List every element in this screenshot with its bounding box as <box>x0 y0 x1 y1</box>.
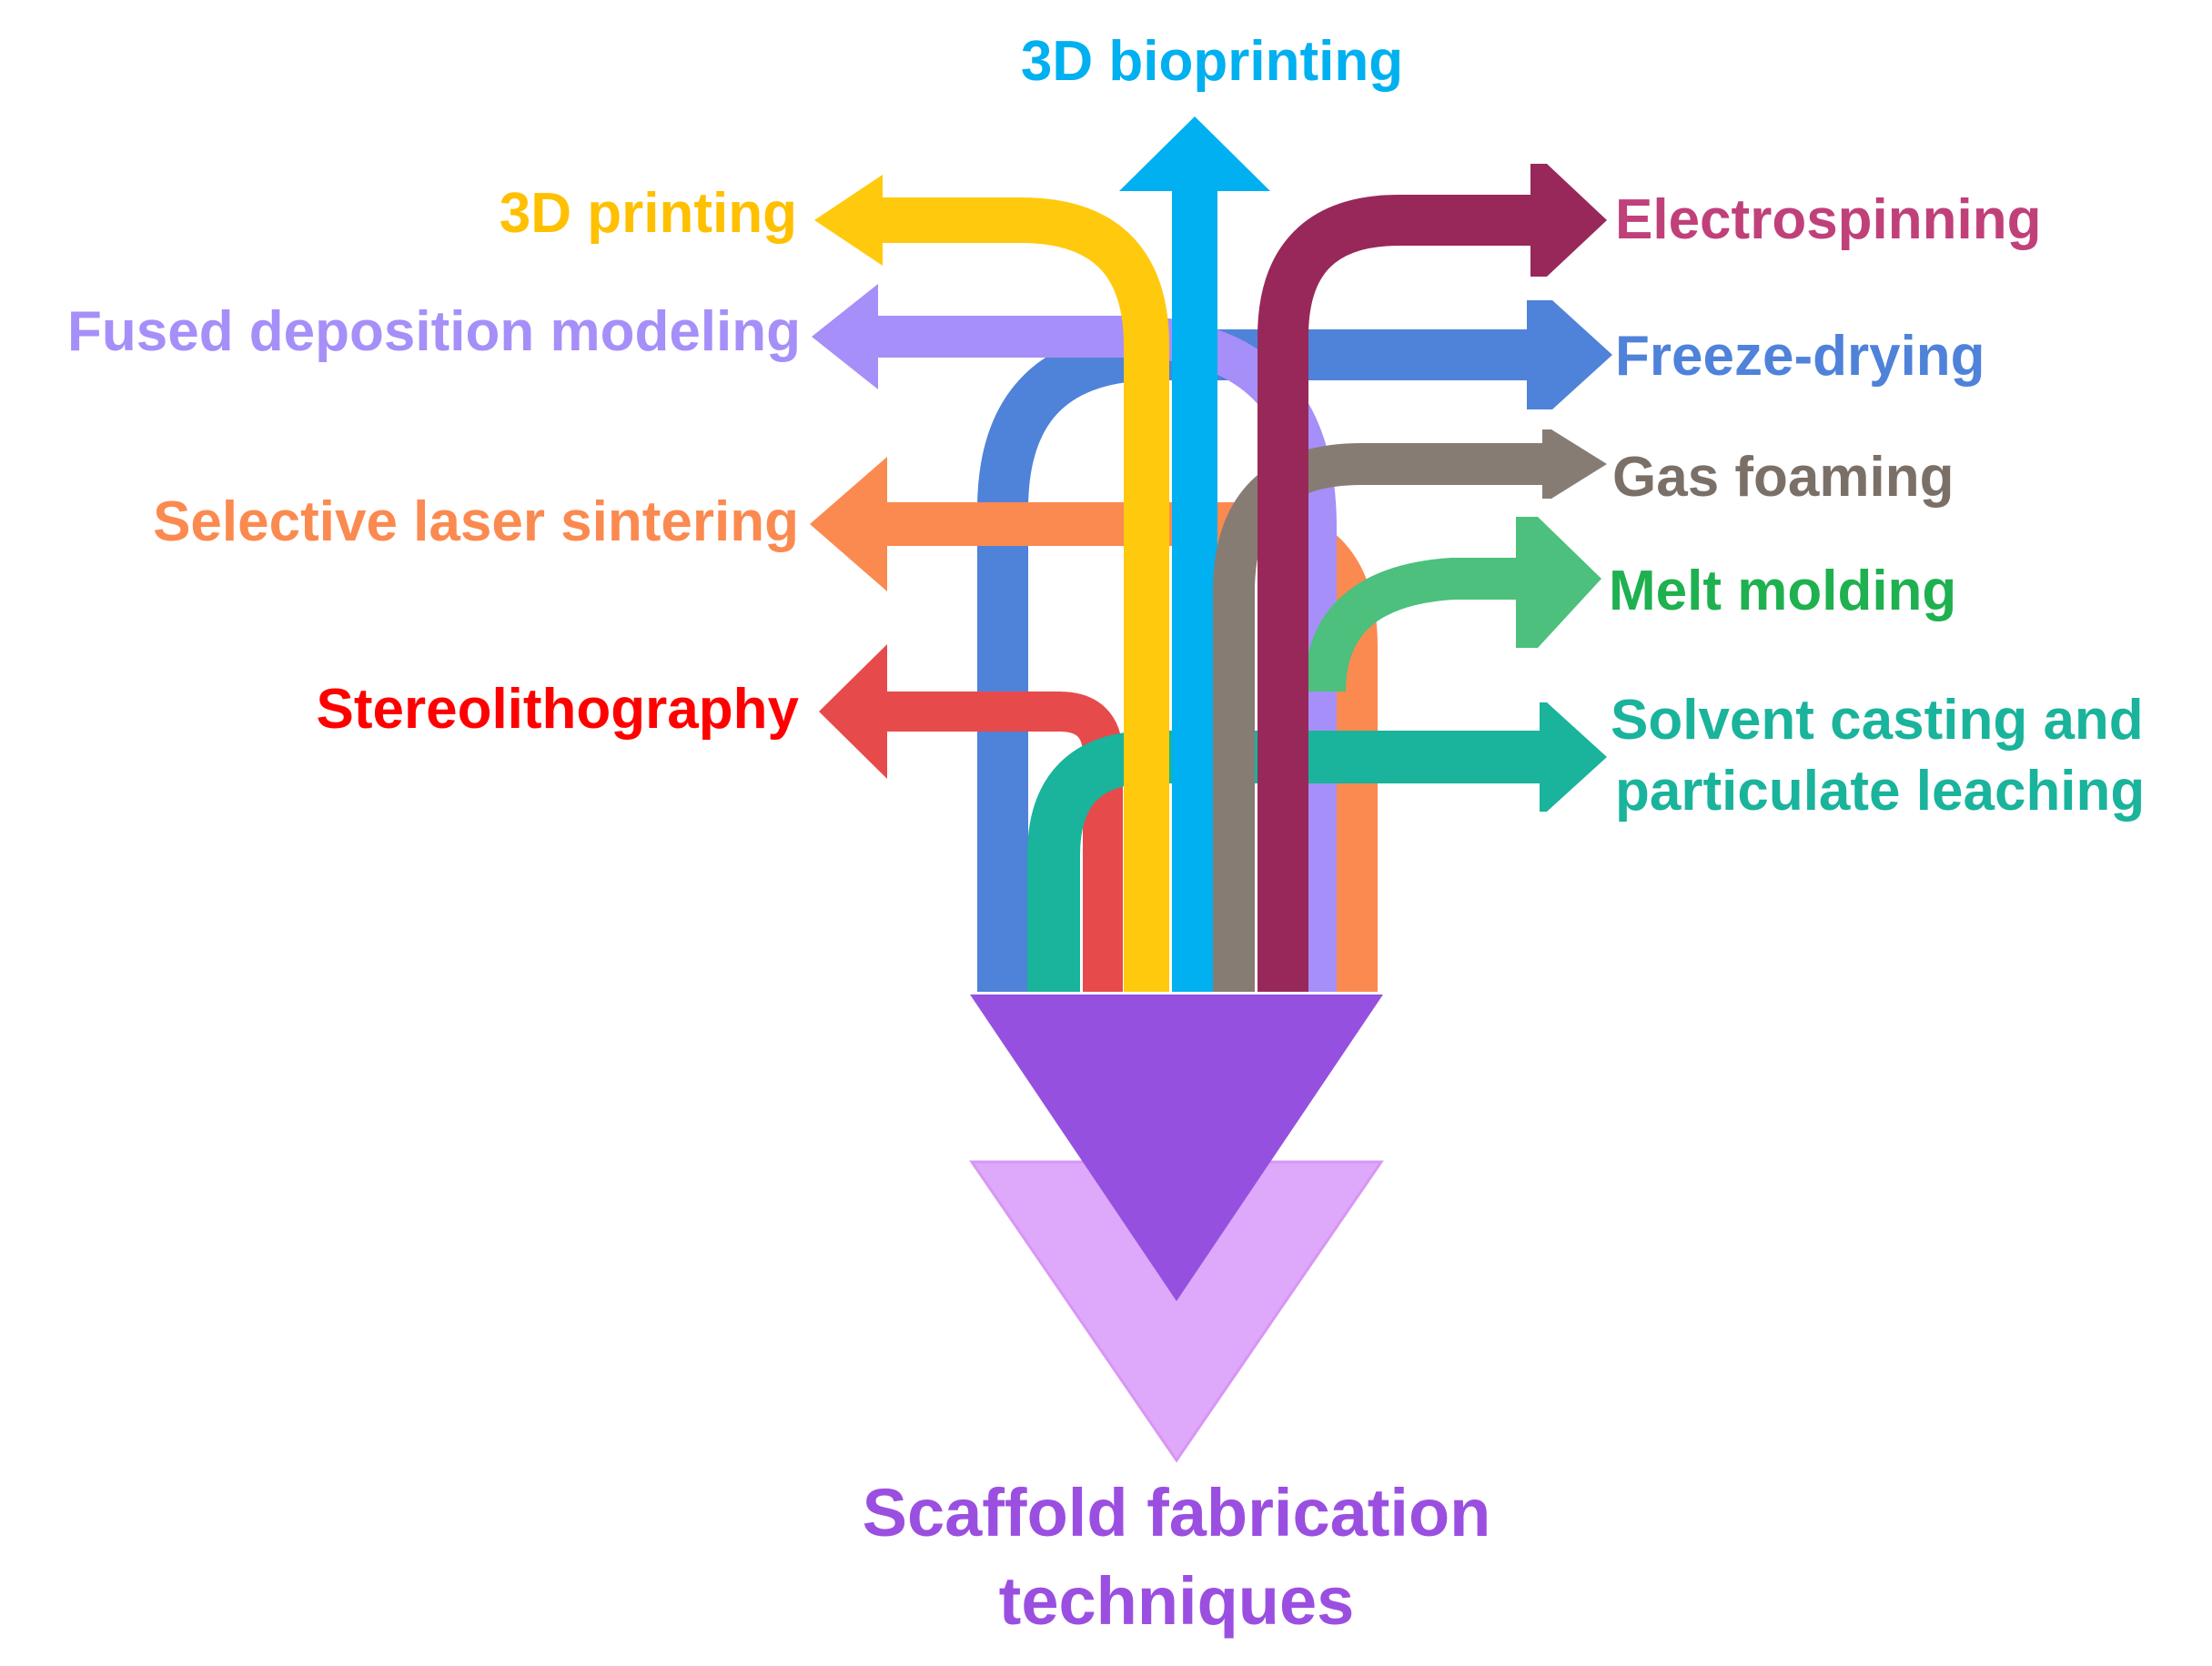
main-triangle <box>970 995 1383 1301</box>
3d-bioprinting-arrow <box>1119 116 1270 992</box>
label-3d-printing: 3D printing <box>500 182 797 245</box>
label-selective-laser-sintering: Selective laser sintering <box>153 490 799 553</box>
label-electrospinning: Electrospinning <box>1615 188 2041 251</box>
label-solvent-casting-line2: particulate leaching <box>1615 760 2145 823</box>
label-melt-molding: Melt molding <box>1609 560 1956 622</box>
label-fused-deposition-modeling: Fused deposition modeling <box>67 300 801 363</box>
label-freeze-drying: Freeze-drying <box>1615 325 1985 388</box>
label-gas-foaming: Gas foaming <box>1612 446 1954 509</box>
electrospinning-arrow <box>1258 164 1607 992</box>
label-3d-bioprinting: 3D bioprinting <box>1021 30 1403 93</box>
diagram-title-line2: techniques <box>999 1563 1355 1639</box>
3d-printing-arrow <box>814 175 1169 992</box>
label-stereolithography: Stereolithography <box>316 678 799 741</box>
diagram-title-line1: Scaffold fabrication <box>863 1475 1491 1550</box>
label-solvent-casting-line1: Solvent casting and <box>1611 689 2144 752</box>
melt-molding-arrow <box>1304 517 1601 692</box>
